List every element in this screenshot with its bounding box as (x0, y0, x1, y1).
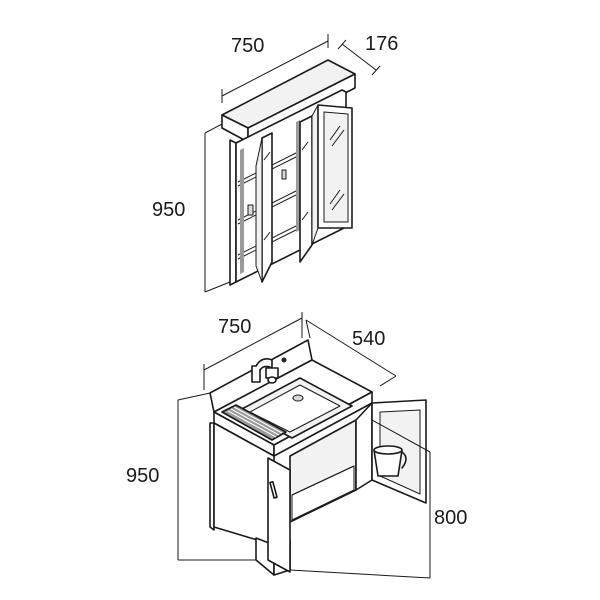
vanity-right-door (355, 399, 427, 504)
vanity-unit: 750 540 950 800 (126, 312, 467, 579)
mirror-cabinet-height-dimension: 950 (152, 123, 231, 293)
vanity-width-label: 750 (218, 316, 251, 338)
vanity-counter-height-label: 800 (434, 507, 467, 529)
vanity-depth-dimension: 540 (305, 319, 397, 387)
vanity-countertop (209, 339, 373, 457)
door-handle-icon (269, 480, 278, 499)
vanity-counter-height-dimension: 800 (289, 419, 467, 579)
faucet-icon (251, 357, 287, 384)
vanity-width-dimension: 750 (203, 312, 303, 390)
vanity-left-door (267, 457, 291, 573)
bucket-icon (373, 445, 407, 477)
mirror-cabinet: 750 176 950 (152, 33, 398, 293)
mirror-cabinet-width-label: 750 (231, 35, 264, 57)
mirror-cabinet-width-dimension: 750 (221, 34, 329, 103)
vanity-height-label: 950 (126, 465, 159, 487)
drain-icon (292, 394, 304, 402)
vanity-cabinet-body (209, 419, 357, 576)
mirror-cabinet-depth-dimension: 176 (337, 33, 398, 76)
mirror-cabinet-depth-label: 176 (365, 33, 398, 55)
mirror-cabinet-height-label: 950 (152, 199, 185, 221)
vanity-depth-label: 540 (352, 328, 385, 350)
vanity-height-dimension: 950 (126, 392, 256, 561)
grate-slats (227, 406, 283, 438)
mirror-cabinet-right-door (317, 104, 353, 229)
mirror-cabinet-left-door (255, 132, 273, 283)
